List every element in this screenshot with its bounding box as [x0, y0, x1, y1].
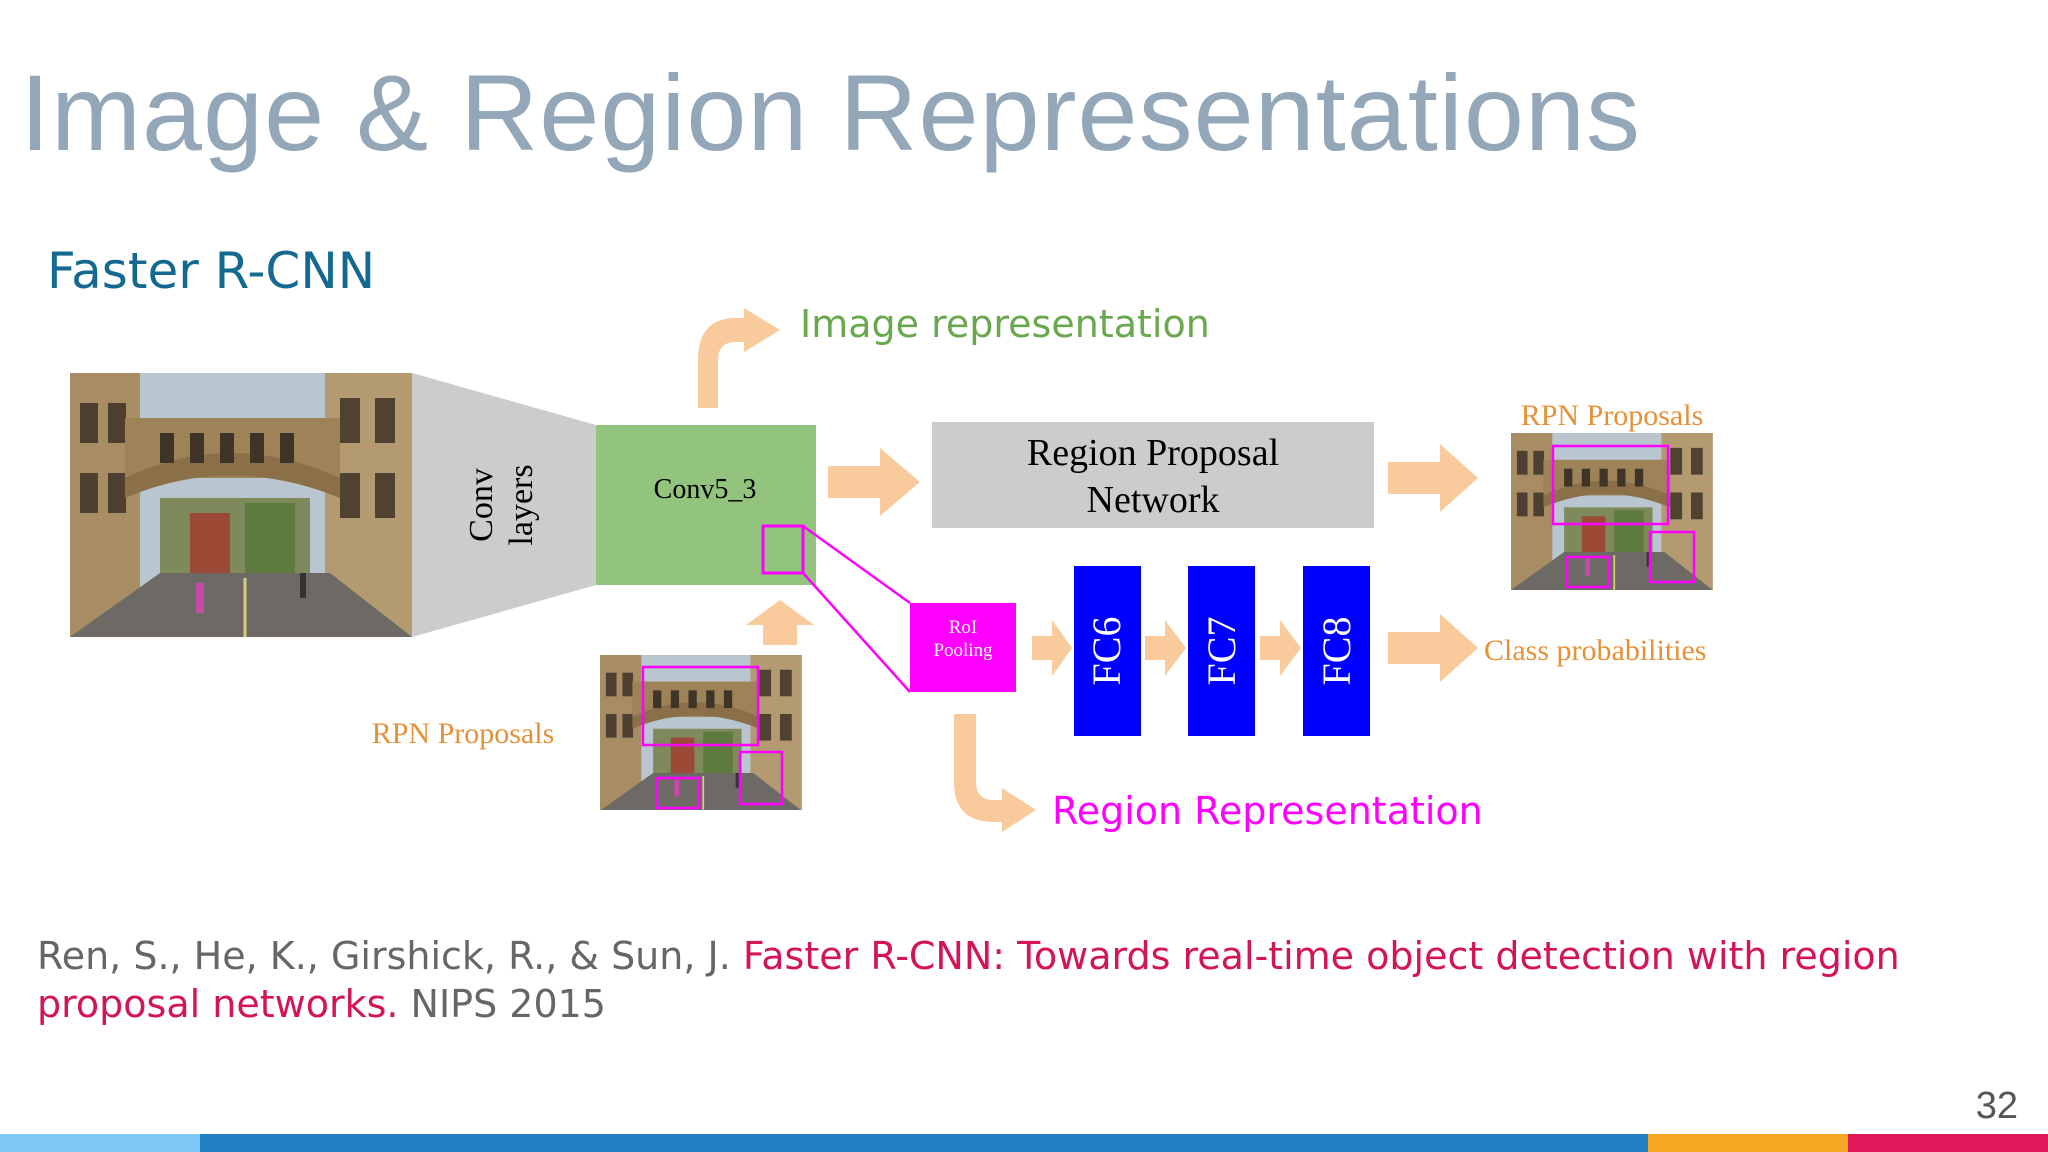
proposal-box-bottom-2 [738, 750, 784, 806]
arrow-to-rpn [828, 448, 920, 516]
proposal-box-right-3 [1565, 555, 1611, 589]
arrow-to-fc7 [1145, 620, 1186, 676]
arrow-to-fc8 [1260, 620, 1301, 676]
fc8-label: FC8 [1314, 617, 1359, 686]
roi-pooling-label-line1: RoI [949, 617, 978, 638]
fc7-label: FC7 [1199, 617, 1244, 686]
rpn-proposals-bottom-image [600, 655, 802, 810]
image-representation-arrow [698, 308, 780, 408]
arrow-to-rpn-proposals [1388, 444, 1478, 512]
slide-subtitle: Faster R-CNN [47, 242, 376, 300]
conv-layers-label-line2: layers [503, 464, 540, 545]
fc8-block [1303, 566, 1370, 736]
proposal-box-right-1 [1551, 444, 1670, 526]
citation-paper-title: Faster R-CNN: Towards real-time object d… [37, 934, 1900, 1026]
fc6-label: FC6 [1084, 617, 1129, 686]
roi-pooling-box [910, 603, 1016, 692]
arrow-up-to-conv5 [746, 600, 814, 645]
roi-pooling-label-line2: Pooling [933, 640, 993, 661]
image-representation-label: Image representation [800, 302, 1210, 346]
rpn-label-line2: Network [1087, 479, 1220, 521]
footer-segment-red [1848, 1134, 2048, 1152]
projection-line-top [802, 524, 911, 605]
citation: Ren, S., He, K., Girshick, R., & Sun, J.… [37, 932, 1977, 1028]
conv5-region-marker [761, 524, 805, 575]
rpn-proposals-right-image [1511, 433, 1713, 590]
page-number: 32 [1975, 1085, 2018, 1127]
citation-venue: NIPS 2015 [398, 982, 606, 1026]
conv5-3-label: Conv5_3 [654, 474, 757, 505]
region-representation-arrow [954, 714, 1036, 832]
fc7-block [1188, 566, 1255, 736]
footer-segment-blue [200, 1134, 1648, 1152]
class-probabilities-label: Class probabilities [1484, 634, 1706, 667]
slide-title: Image & Region Representations [20, 52, 1641, 173]
citation-authors: Ren, S., He, K., Girshick, R., & Sun, J. [37, 934, 743, 978]
proposal-box-bottom-1 [641, 665, 760, 747]
arrow-to-class-probabilities [1388, 614, 1478, 682]
rpn-label-line1: Region Proposal [1027, 432, 1279, 474]
proposal-box-bottom-3 [655, 776, 701, 810]
footer-color-bar [0, 1134, 2048, 1152]
conv5-3-box [596, 425, 816, 585]
projection-line-bottom [802, 572, 911, 693]
arrow-to-fc6 [1032, 620, 1072, 676]
proposal-box-right-2 [1648, 530, 1696, 584]
footer-segment-orange [1648, 1134, 1848, 1152]
conv-layers-label-line1: Conv [463, 468, 500, 542]
rpn-proposals-right-label: RPN Proposals [1521, 399, 1704, 432]
footer-segment-light-blue [0, 1134, 200, 1152]
rpn-box [932, 422, 1374, 528]
input-image [70, 373, 412, 637]
fc6-block [1074, 566, 1141, 736]
region-representation-label: Region Representation [1052, 789, 1483, 833]
conv-layers-trapezoid [412, 373, 596, 637]
rpn-proposals-bottom-label: RPN Proposals [372, 717, 555, 750]
